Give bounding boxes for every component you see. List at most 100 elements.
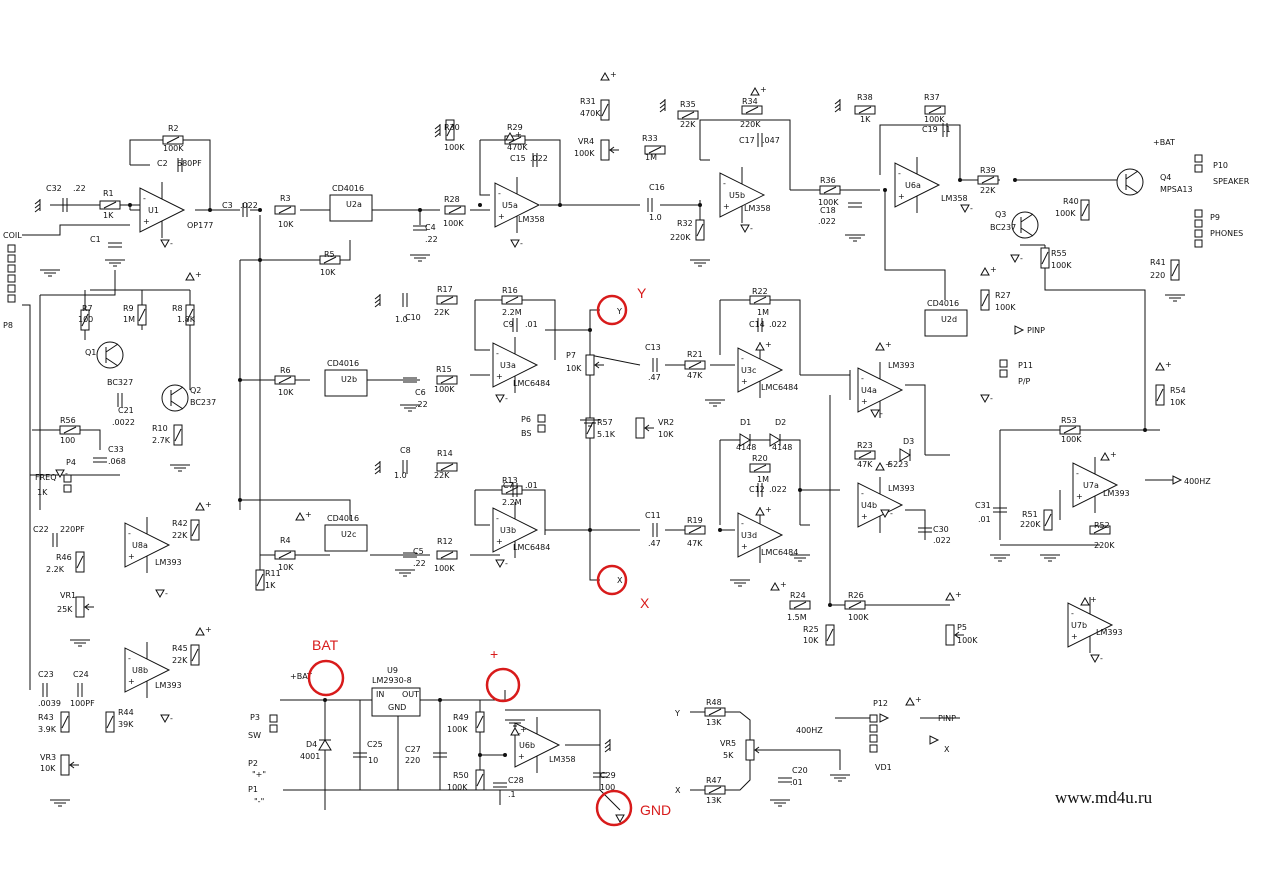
capacitor-c31 (993, 507, 1007, 513)
resistor-ref: R45 (172, 644, 188, 653)
resistor-value: 100K (1061, 435, 1082, 444)
resistor-value: 10K (278, 563, 294, 572)
supply-minus-icon (510, 239, 520, 249)
ground-icon (990, 554, 1010, 562)
resistor-value: 100K (995, 303, 1016, 312)
supply-minus-sign: - (65, 469, 68, 478)
supply-minus-sign: - (505, 559, 508, 568)
capacitor-ref: C10 (405, 313, 421, 322)
resistor-value: 100K (444, 143, 465, 152)
junction (258, 208, 262, 212)
diode-part: 4001 (300, 752, 320, 761)
opamp-u3c: -+ (737, 347, 784, 393)
supply-plus-sign: + (915, 695, 922, 704)
capacitor-c14 (757, 318, 763, 332)
svg-text:+: + (128, 677, 135, 686)
svg-text:-: - (861, 489, 864, 498)
resistor-ref: R41 (1150, 258, 1166, 267)
supply-plus-icon (195, 501, 205, 511)
capacitor-value: 1.0 (395, 315, 408, 324)
svg-text:+: + (898, 192, 905, 201)
resistor-ref: R27 (995, 291, 1011, 300)
resistor-value: 220K (1094, 541, 1115, 550)
capacitor-c12 (757, 483, 763, 497)
opamp-u8a: -+ (124, 522, 171, 568)
pot-ref: VR5 (720, 739, 736, 748)
capacitor-ref: C15 (510, 154, 526, 163)
opamp-u7a: -+ (1072, 462, 1119, 508)
resistor-ref: R16 (502, 286, 518, 295)
capacitor-c10 (402, 293, 408, 307)
supply-plus-sign: + (205, 500, 212, 509)
svg-text:+: + (861, 512, 868, 521)
junction (588, 328, 592, 332)
resistor-ref: R15 (436, 365, 452, 374)
ground-hatch-icon (659, 99, 666, 113)
capacitor-ref: C7 (503, 481, 514, 490)
supply-plus-icon (875, 341, 885, 351)
pot-value: 25K (57, 605, 73, 614)
opamp-part: OP177 (187, 221, 213, 230)
opamp-u4a: -+ (857, 367, 904, 413)
capacitor-ref: C19 (922, 125, 938, 134)
transistor-ref: Q3 (995, 210, 1006, 219)
resistor-r37 (924, 105, 946, 115)
resistor-value: 2.2M (502, 308, 522, 317)
svg-text:+: + (498, 212, 505, 221)
y-input-label: Y (674, 709, 680, 718)
supply-plus-sign: + (195, 270, 202, 279)
capacitor-c22 (52, 533, 58, 547)
resistor-value: 1M (123, 315, 135, 324)
capacitor-value: .0039 (38, 699, 61, 708)
capacitor-c27 (433, 752, 447, 758)
resistor-value: 2.2K (46, 565, 65, 574)
switch-u2a (329, 194, 373, 222)
resistor-ref: R39 (980, 166, 996, 175)
opamp-ref: U4b (861, 501, 877, 510)
resistor-value: 13K (706, 718, 722, 727)
supply-minus-icon (155, 589, 165, 599)
ground-icon (400, 404, 420, 412)
hz400-label-right: 400HZ (1184, 477, 1211, 486)
x-callout-text: X (640, 595, 650, 611)
resistor-r9 (137, 304, 147, 326)
transistor-q1 (96, 341, 124, 369)
resistor-r55 (1040, 247, 1050, 269)
resistor-value: 10K (803, 636, 819, 645)
signal-arrow-icon (929, 735, 940, 745)
resistor-value: 100K (848, 613, 869, 622)
diode-d4 (318, 739, 332, 751)
resistor-value: 22K (434, 471, 450, 480)
opamp-part: LMC6484 (761, 383, 798, 392)
capacitor-ref: C4 (425, 223, 436, 232)
capacitor-c3 (242, 203, 248, 217)
supply-minus-icon (980, 394, 990, 404)
resistor-value: 470K (507, 143, 528, 152)
opamp-part: LM393 (888, 361, 915, 370)
capacitor-ref: C30 (933, 525, 949, 534)
pot-vr4 (600, 139, 619, 161)
capacitor-value: .22 (73, 184, 86, 193)
resistor-ref: R28 (444, 195, 460, 204)
resistor-r21 (684, 360, 706, 370)
pot-ref: VR4 (578, 137, 594, 146)
svg-text:-: - (496, 349, 499, 358)
resistor-r13 (501, 485, 523, 495)
capacitor-value: .022 (769, 485, 787, 494)
resistor-r34 (741, 105, 763, 115)
coil-label: COIL (3, 231, 22, 240)
resistor-ref: R40 (1063, 197, 1079, 206)
capacitor-c33 (93, 457, 107, 463)
capacitor-ref: C25 (367, 740, 383, 749)
resistor-ref: R57 (597, 418, 613, 427)
transistor-q4 (1116, 168, 1144, 196)
switch-u2d (924, 309, 968, 337)
diode-d2 (769, 433, 781, 447)
ground-hatch-icon (374, 461, 381, 475)
capacitor-value: .022 (818, 217, 836, 226)
resistor-ref: R36 (820, 176, 836, 185)
connector-header (269, 714, 278, 733)
y-callout-circle (596, 294, 628, 326)
pinp-label-bottom: PINP (938, 714, 956, 723)
supply-minus-icon (880, 509, 890, 519)
